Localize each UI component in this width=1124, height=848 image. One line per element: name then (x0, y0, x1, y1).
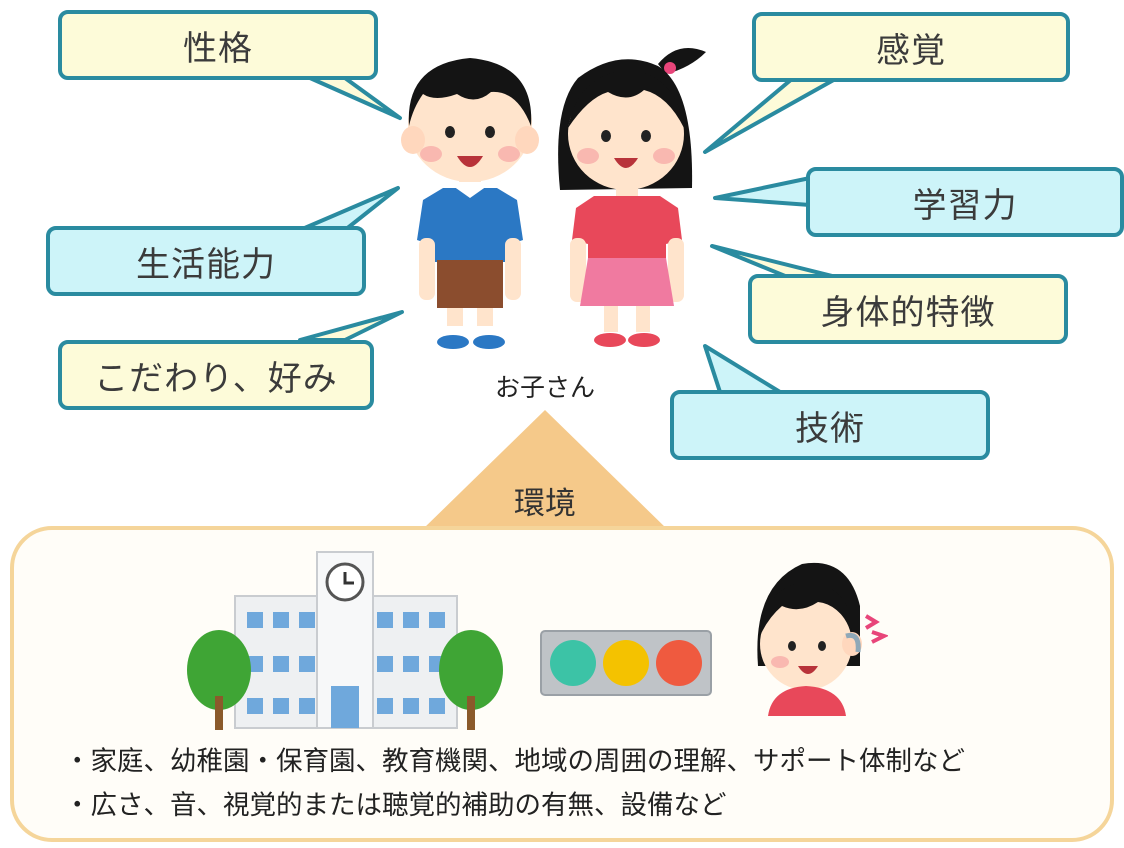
environment-item-1: ・家庭、幼稚園・保育園、教育機関、地域の周囲の理解、サポート体制など (64, 746, 965, 777)
bubble-personality: 性格 (58, 10, 378, 80)
tail-life-skills (298, 186, 400, 232)
bubble-sensation: 感覚 (752, 12, 1070, 82)
traffic-light-illustration (540, 630, 712, 696)
tail-preferences (298, 310, 404, 342)
environment-list: ・家庭、幼稚園・保育園、教育機関、地域の周囲の理解、サポート体制など ・広さ、音… (64, 740, 965, 828)
girl-illustration (558, 48, 706, 347)
bubble-physical: 身体的特徴 (748, 274, 1068, 344)
environment-label: 環境 (514, 486, 576, 522)
tail-technique (703, 344, 782, 394)
school-building-illustration (187, 551, 503, 730)
tail-learning (713, 176, 812, 207)
environment-item-2: ・広さ、音、視覚的または聴覚的補助の有無、設備など (64, 790, 727, 821)
child-label: お子さん (494, 373, 595, 402)
girl-with-hearing-aid-illustration (757, 562, 888, 716)
environment-triangle (422, 410, 668, 530)
bubble-technique: 技術 (670, 390, 990, 460)
bubble-preferences: こだわり、好み (58, 340, 374, 410)
bubble-learning: 学習力 (806, 167, 1124, 237)
bubble-life-skills: 生活能力 (46, 226, 366, 296)
tail-personality (308, 76, 402, 120)
boy-illustration (401, 58, 539, 349)
